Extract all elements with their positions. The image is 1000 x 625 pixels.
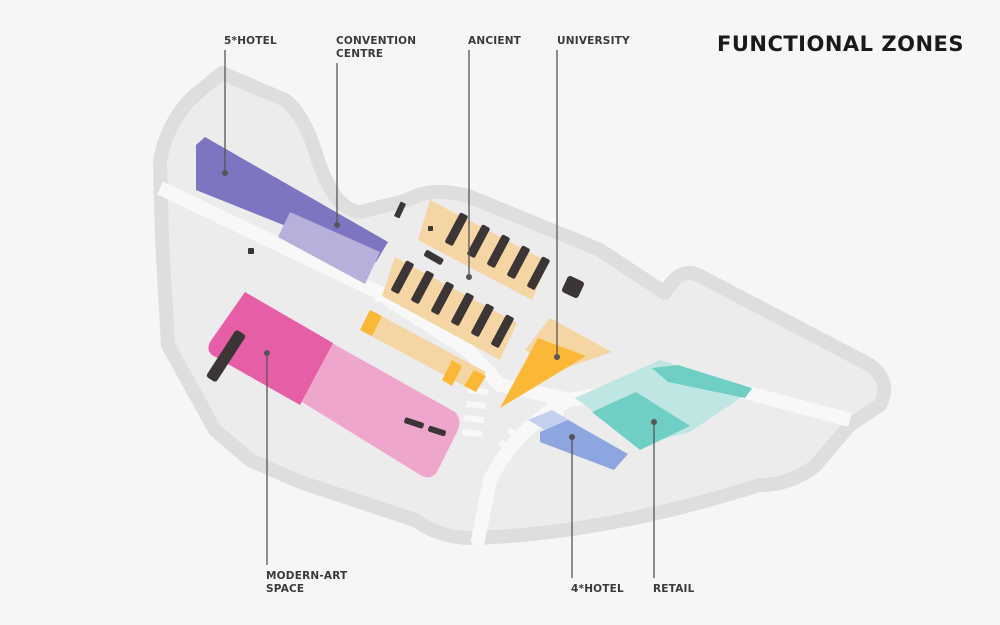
zone-modern-art-space	[208, 292, 333, 405]
label-five-star-hotel: 5*HOTEL	[224, 35, 277, 47]
label-university: UNIVERSITY	[557, 35, 630, 47]
zone-four-star-hotel	[540, 420, 628, 470]
label-four-star-hotel: 4*HOTEL	[571, 583, 624, 595]
label-convention-centre: CONVENTION CENTRE	[336, 35, 417, 60]
zone-ancient-block-2	[382, 257, 517, 360]
zone-retail-strip	[652, 365, 752, 398]
ancient-orange-accents	[360, 310, 486, 392]
label-modern-art-space: MODERN-ART SPACE	[266, 570, 348, 595]
zone-five-star-hotel	[196, 137, 388, 262]
leader-lines	[224, 50, 655, 578]
zone-convention-centre	[278, 212, 380, 284]
zone-modern-art-space-annex	[302, 342, 460, 478]
site-outline	[153, 66, 892, 545]
zone-university	[500, 338, 586, 408]
leader-dots	[222, 170, 657, 440]
label-retail: RETAIL	[653, 583, 695, 595]
map-title: FUNCTIONAL ZONES	[716, 32, 964, 56]
zone-retail	[592, 392, 690, 450]
buildings	[206, 201, 584, 437]
label-ancient: ANCIENT	[468, 35, 522, 47]
